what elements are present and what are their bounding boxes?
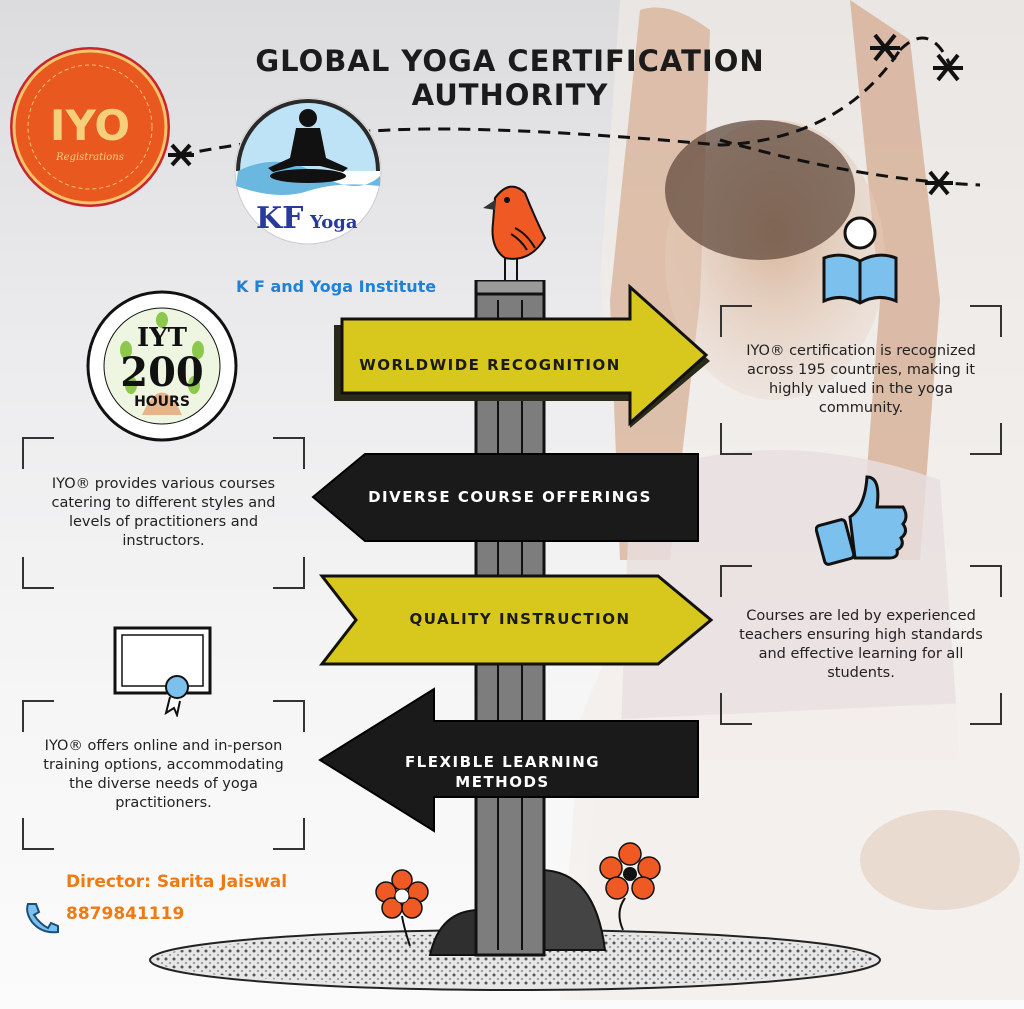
description-text: IYO® offers online and in-person trainin… xyxy=(43,738,284,811)
iyt-200-text: 200 xyxy=(120,349,204,396)
institute-name: K F and Yoga Institute xyxy=(236,277,437,296)
ground-patch xyxy=(149,929,881,991)
description-flexible-learning-methods: IYO® offers online and in-person trainin… xyxy=(22,700,305,850)
sign-label-quality-instruction: Quality Instruction xyxy=(409,610,631,628)
phone-number[interactable]: 8879841119 xyxy=(66,904,185,924)
reading-person-icon xyxy=(822,216,898,305)
svg-text:Registrations: Registrations xyxy=(55,152,124,163)
director-name: Director: Sarita Jaiswal xyxy=(66,872,288,892)
sign-label-flexible-learning-methods: Flexible Learning Methods xyxy=(404,753,601,791)
phone-icon xyxy=(26,903,59,934)
svg-text:IYO: IYO xyxy=(50,101,130,150)
sign-worldwide-recognition[interactable] xyxy=(330,283,715,433)
sign-quality-instruction[interactable] xyxy=(318,572,716,668)
dashed-path-decoration xyxy=(168,33,981,196)
certificate-icon xyxy=(113,626,212,717)
svg-text:Yoga: Yoga xyxy=(309,212,358,233)
thumbs-up-icon xyxy=(815,475,908,566)
sign-label-diverse-course-offerings: Diverse Course Offerings xyxy=(368,488,652,506)
flower-left xyxy=(375,869,429,947)
kf-yoga-logo: KF Yoga xyxy=(234,97,382,245)
iyt-hours-text: HOURS xyxy=(134,394,190,410)
sign-label-worldwide-recognition: Worldwide Recognition xyxy=(359,356,621,374)
bird-illustration xyxy=(483,185,547,280)
svg-text:KF: KF xyxy=(256,201,303,236)
description-diverse-course-offerings: IYO® provides various courses catering t… xyxy=(22,437,305,589)
description-text: IYO® certification is recognized across … xyxy=(746,343,976,416)
page-title: GLOBAL YOGA CERTIFICATION AUTHORITY xyxy=(255,44,765,112)
description-quality-instruction: Courses are led by experienced teachers … xyxy=(720,565,1002,725)
description-text: IYO® provides various courses catering t… xyxy=(51,476,276,549)
description-text: Courses are led by experienced teachers … xyxy=(739,608,983,681)
iyt-text: IYT xyxy=(137,323,188,353)
sign-flexible-learning-methods[interactable] xyxy=(316,685,702,835)
iyt-200-hours-badge: IYT 200 HOURS xyxy=(86,290,238,442)
description-worldwide-recognition: IYO® certification is recognized across … xyxy=(720,305,1002,455)
flower-right xyxy=(599,842,661,931)
iyo-registrations-logo: IYO Registrations xyxy=(10,47,170,207)
sign-diverse-course-offerings[interactable] xyxy=(310,450,702,545)
